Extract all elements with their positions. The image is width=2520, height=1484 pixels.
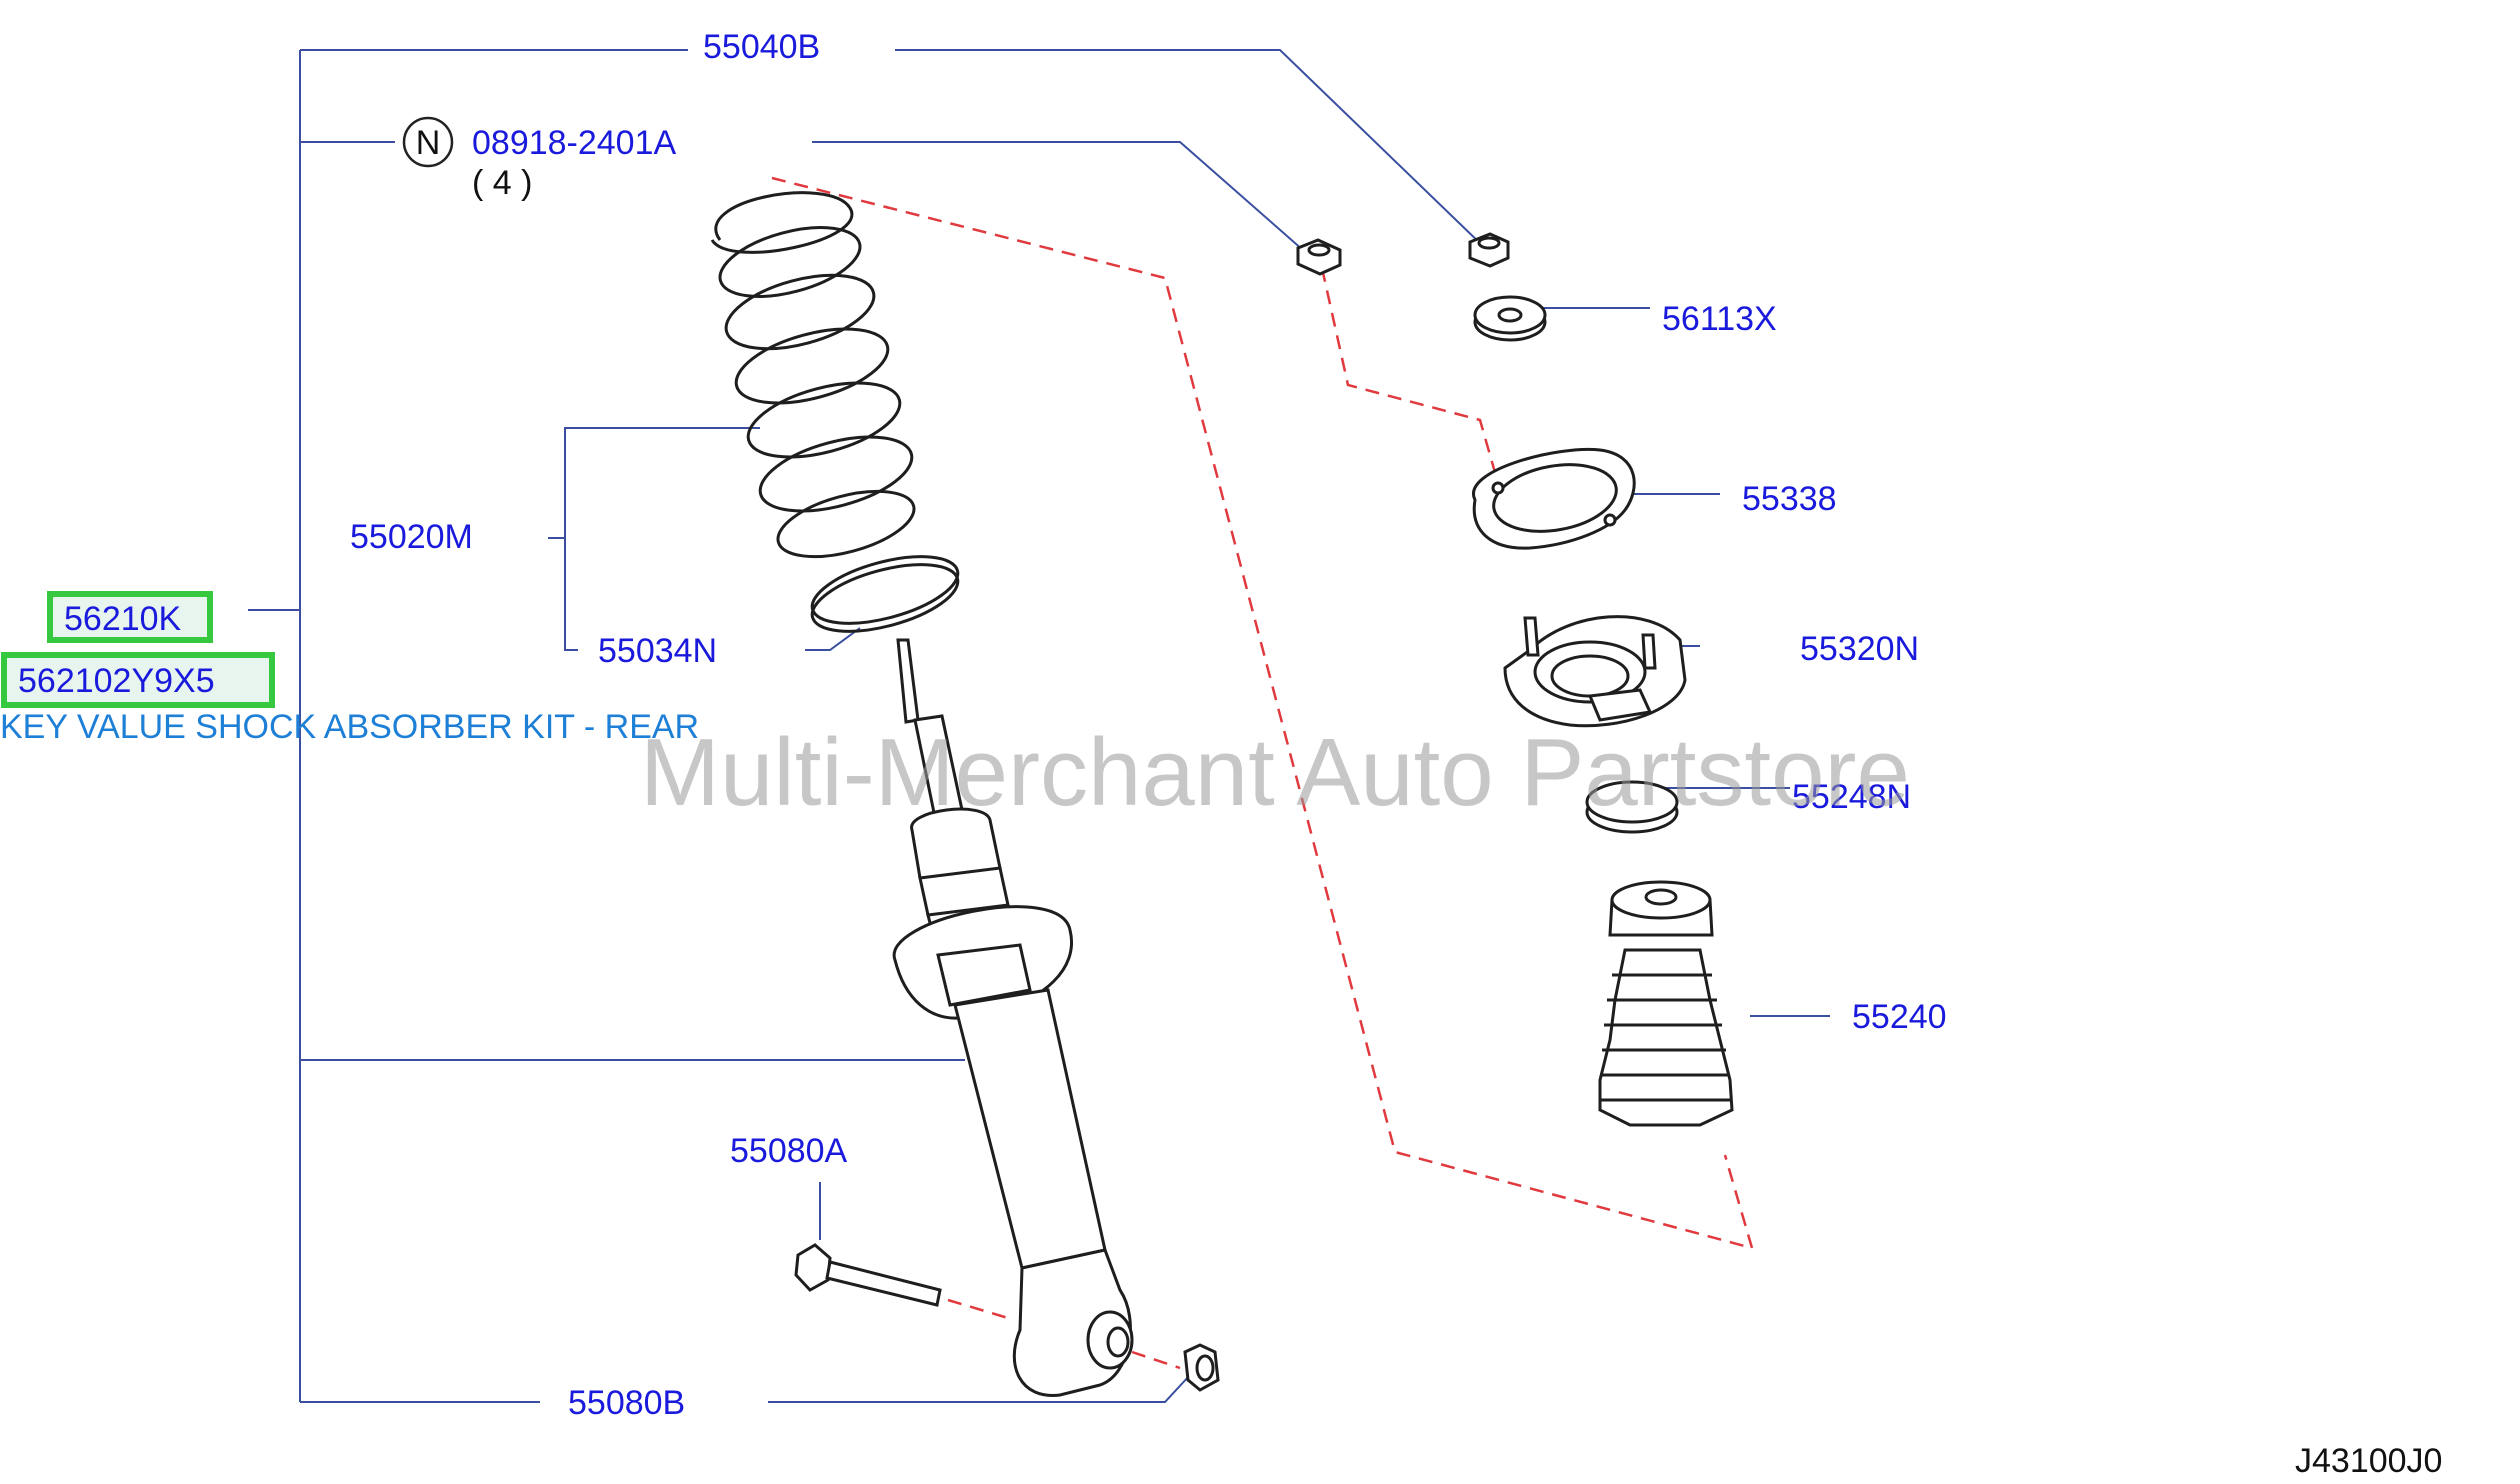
kit-code-1[interactable]: 56210K (64, 600, 182, 638)
bump-seat-illustration (1585, 780, 1679, 834)
label-56113X[interactable]: 56113X (1662, 300, 1777, 338)
label-55338[interactable]: 55338 (1742, 480, 1837, 518)
kit-code-2[interactable]: 562102Y9X5 (18, 662, 215, 700)
bolt-illustration (794, 1243, 942, 1307)
assembly-bracket (248, 49, 965, 1403)
watermark: Multi-Merchant Auto Partstore (640, 719, 1910, 826)
label-55020M[interactable]: 55020M (350, 518, 473, 556)
nut-illustration (1183, 1343, 1220, 1392)
mounting-insulator-illustration (1503, 615, 1687, 728)
label-55240[interactable]: 55240 (1852, 998, 1947, 1036)
kit-code-1-box[interactable]: 56210K (47, 591, 213, 643)
washer-illustration (1473, 295, 1547, 342)
label-08918-2401A[interactable]: 08918-2401A (472, 124, 677, 162)
label-55034N[interactable]: 55034N (598, 632, 717, 670)
label-55080A[interactable]: 55080A (730, 1132, 848, 1170)
assembly-dashed-lines (771, 176, 1754, 1370)
bump-stopper-illustration (1598, 880, 1734, 1127)
mount-nut-illustration (1296, 238, 1342, 276)
label-55080B[interactable]: 55080B (568, 1384, 685, 1422)
note-marker: N (416, 124, 441, 162)
coil-spring-illustration (710, 191, 916, 559)
spring-seat-illustration (810, 555, 960, 633)
label-55320N[interactable]: 55320N (1800, 630, 1919, 668)
upper-nut-illustration (1468, 232, 1510, 268)
note-circle-icon (402, 116, 454, 168)
label-quantity: ( 4 ) (472, 164, 532, 202)
kit-name[interactable]: KEY VALUE SHOCK ABSORBER KIT - REAR (0, 708, 699, 746)
label-55040B[interactable]: 55040B (703, 28, 820, 66)
shock-absorber-illustration (892, 638, 1134, 1397)
mount-plate-illustration (1472, 447, 1636, 550)
diagram-code: J43100J0 (2295, 1442, 2442, 1480)
kit-code-2-box[interactable]: 562102Y9X5 (1, 652, 275, 708)
label-55248N[interactable]: 55248N (1792, 778, 1911, 816)
